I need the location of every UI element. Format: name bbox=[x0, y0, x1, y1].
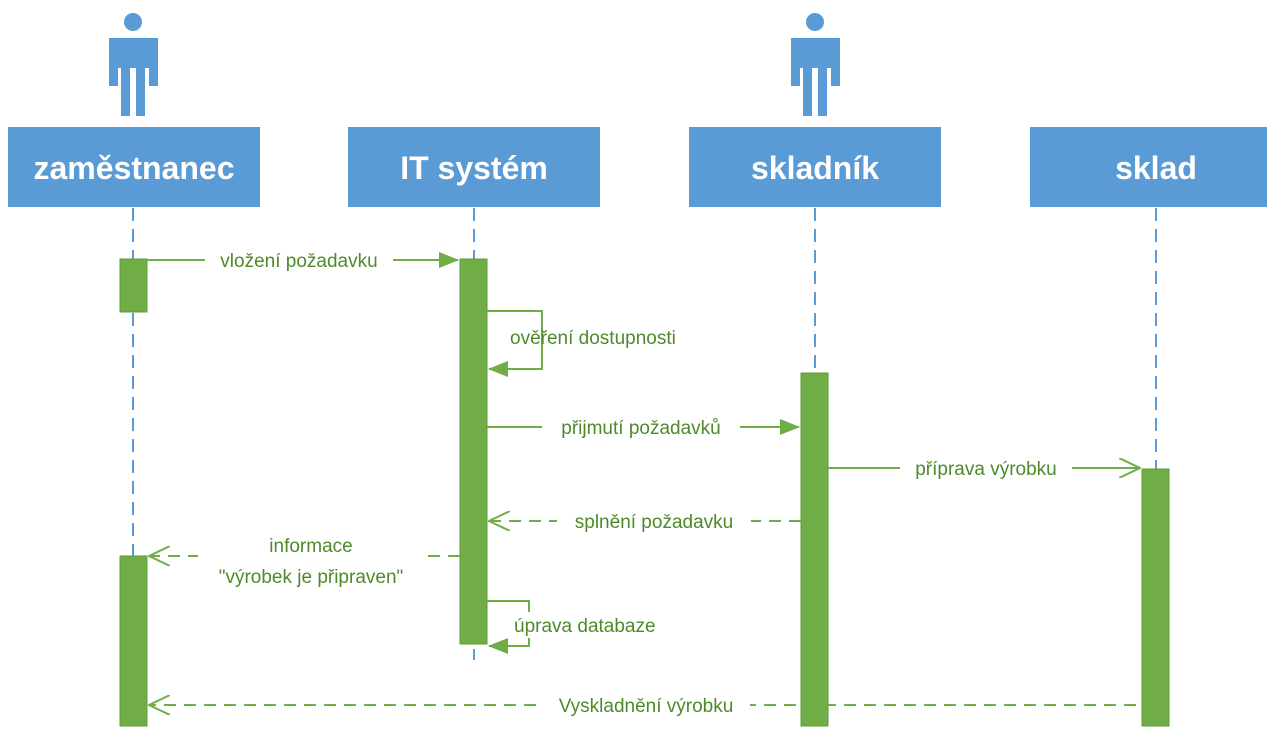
message-vlozeni-label: vložení požadavku bbox=[220, 251, 377, 272]
message-overeni-label: ověření dostupnosti bbox=[510, 328, 676, 349]
message-vlozeni-label-bg bbox=[205, 248, 393, 272]
message-informace-label-bg bbox=[198, 534, 424, 594]
message-overeni-arrow bbox=[487, 310, 543, 377]
participant-it-system: IT systém bbox=[348, 127, 600, 207]
activation-it-system bbox=[459, 258, 488, 645]
participant-skladnik: skladník bbox=[689, 127, 941, 207]
activation-skladnik bbox=[800, 372, 829, 727]
message-prijmuti-label: přijmutí požadavků bbox=[561, 418, 720, 439]
message-splneni-label-bg bbox=[557, 509, 751, 533]
message-informace-label-line1: informace bbox=[269, 536, 352, 557]
message-uprava-databaze: úprava databaze bbox=[487, 600, 686, 654]
message-priprava-vyrobku: příprava výrobku bbox=[828, 456, 1140, 480]
message-priprava-label: příprava výrobku bbox=[915, 459, 1057, 480]
participant-sklad-label: sklad bbox=[1115, 150, 1197, 186]
message-informace-label-line2: "výrobek je připraven" bbox=[219, 567, 404, 588]
message-vyskladneni-label-bg bbox=[542, 693, 750, 717]
participant-skladnik-label: skladník bbox=[751, 150, 879, 186]
message-splneni-label: splnění požadavku bbox=[575, 512, 733, 533]
message-vyskladneni-vyrobku: Vyskladnění výrobku bbox=[149, 693, 1156, 717]
message-prijmuti-pozadavku: přijmutí požadavků bbox=[487, 415, 800, 439]
message-priprava-label-bg bbox=[900, 456, 1072, 480]
message-splneni-pozadavku: splnění požadavku bbox=[489, 509, 801, 533]
participant-it-system-label: IT systém bbox=[400, 150, 548, 186]
message-vyskladneni-label: Vyskladnění výrobku bbox=[559, 696, 734, 717]
participant-sklad: sklad bbox=[1030, 127, 1267, 207]
message-informace: informace "výrobek je připraven" bbox=[149, 534, 460, 594]
message-vlozeni-pozadavku: vložení požadavku bbox=[147, 248, 459, 272]
participant-zamestnanec-label: zaměstnanec bbox=[34, 150, 235, 186]
message-uprava-label: úprava databaze bbox=[514, 616, 656, 637]
actor-zamestnanec-person-icon bbox=[109, 13, 158, 116]
activation-zamestnanec-1 bbox=[119, 258, 148, 313]
activation-zamestnanec-2 bbox=[119, 555, 148, 727]
participant-zamestnanec: zaměstnanec bbox=[8, 127, 260, 207]
message-prijmuti-label-bg bbox=[542, 415, 740, 439]
message-overeni-dostupnosti: ověření dostupnosti bbox=[487, 310, 676, 377]
activation-sklad bbox=[1141, 468, 1170, 727]
message-uprava-label-bg bbox=[512, 612, 686, 638]
actor-skladnik-person-icon bbox=[791, 13, 840, 116]
